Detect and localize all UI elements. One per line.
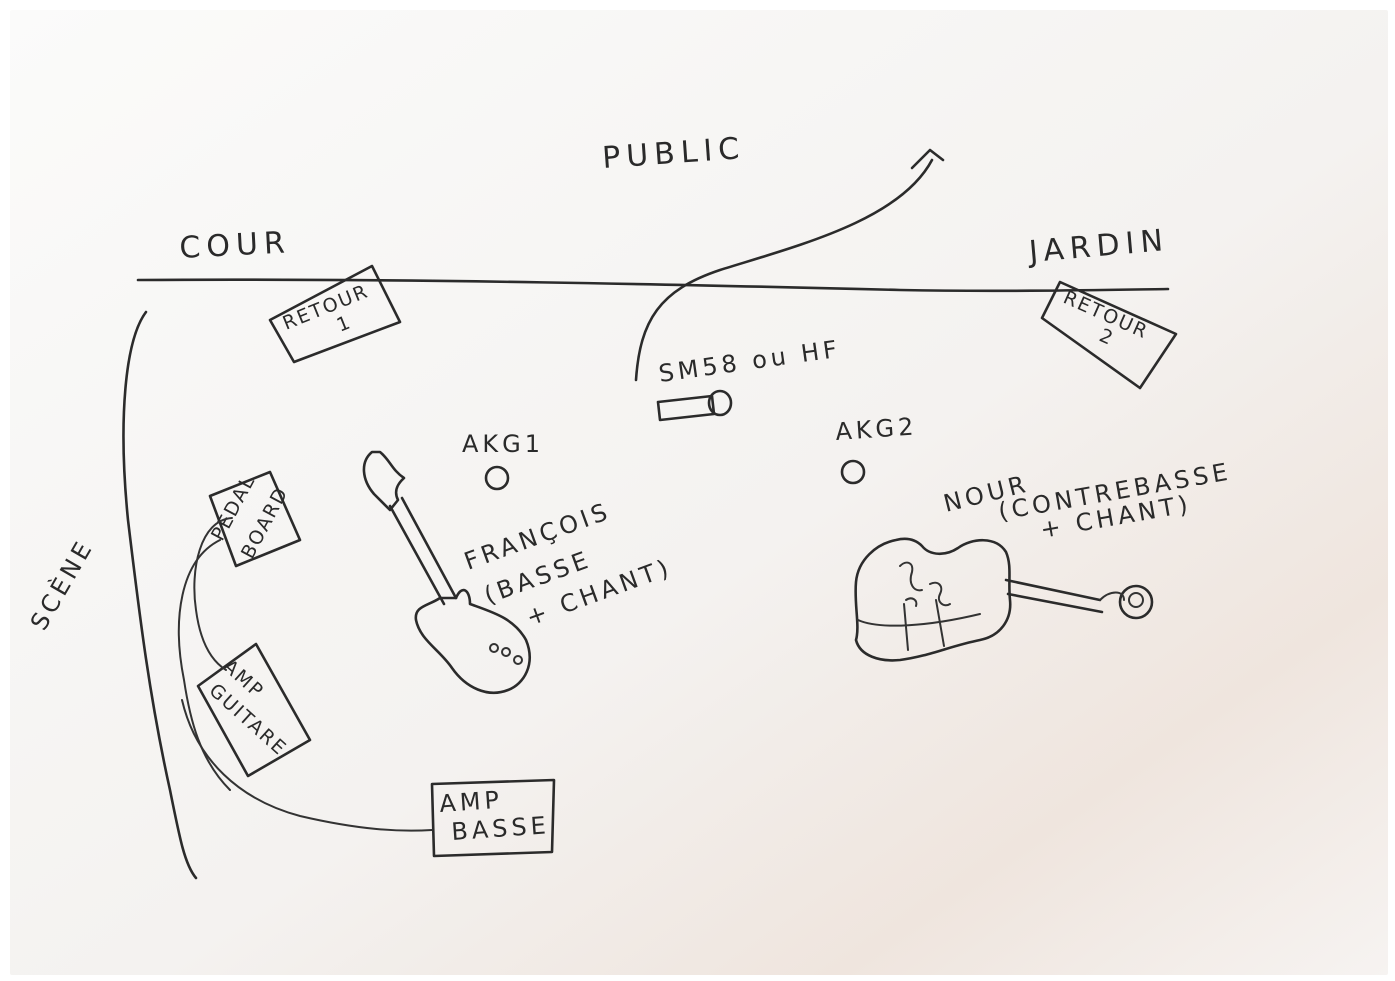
label-akg2: AKG2	[834, 412, 918, 446]
amp-basse-label-line1: AMP	[438, 786, 503, 818]
label-akg1: AKG1	[462, 430, 544, 458]
label-cour: COUR	[179, 225, 292, 266]
